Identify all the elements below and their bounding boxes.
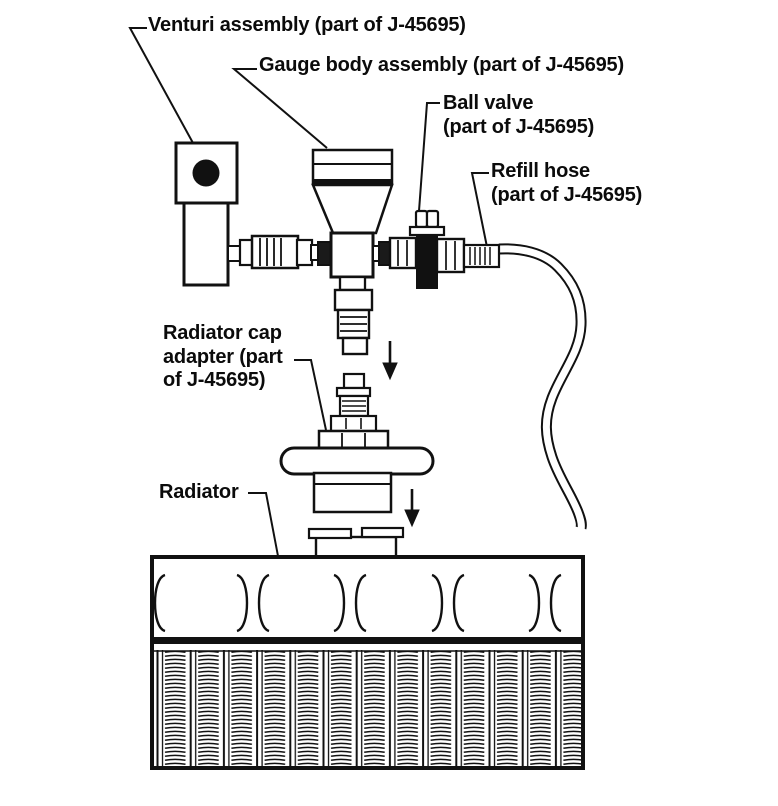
adapter-hex-nut <box>317 429 390 451</box>
filler-neck-drawing <box>307 526 405 559</box>
valve-handle <box>425 209 440 229</box>
label-venturi-assembly: Venturi assembly (part of J-45695) <box>148 14 466 36</box>
venturi-port-icon <box>192 159 220 187</box>
label-radiator-cap-adapter: Radiator cap adapter (part of J-45695) <box>163 322 283 391</box>
ball-valve-drawing <box>372 209 501 289</box>
radiator-core <box>154 650 581 766</box>
leader-lines <box>128 27 489 557</box>
leader-venturi <box>128 27 194 144</box>
gauge-body-drawing <box>311 148 394 356</box>
cap-adapter-drawing <box>279 372 435 514</box>
leader-ball-valve <box>418 102 440 212</box>
leader-radiator <box>248 492 279 557</box>
label-refill-hose: Refill hose (part of J-45695) <box>491 160 643 206</box>
tank-crimp-marks <box>153 573 562 633</box>
leader-refill-hose <box>470 172 489 248</box>
adapter-flange <box>279 446 435 476</box>
label-ball-valve: Ball valve (part of J-45695) <box>443 92 595 138</box>
down-arrow-icon <box>404 489 420 528</box>
valve-handle <box>414 209 429 229</box>
refill-hose-drawing <box>498 243 587 531</box>
tank-core-divider <box>154 637 581 644</box>
label-radiator: Radiator <box>159 481 239 503</box>
venturi-assembly-drawing <box>174 141 239 287</box>
leader-cap-adapter <box>294 359 327 431</box>
leader-gauge-body <box>231 68 328 149</box>
down-arrow-icon <box>382 341 398 381</box>
left-fitting-chain-drawing <box>227 234 333 270</box>
radiator-drawing <box>150 555 585 770</box>
label-gauge-body: Gauge body assembly (part of J-45695) <box>259 54 624 76</box>
